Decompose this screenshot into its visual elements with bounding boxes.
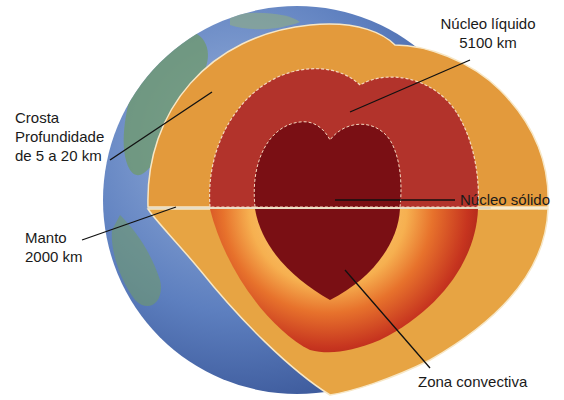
callout-label: Núcleo líquido 5100 km [428, 14, 548, 52]
liquid-core-upper [210, 69, 479, 207]
callout-label: Zona convectiva [418, 372, 527, 391]
leader-line [110, 92, 212, 160]
convective-zone [210, 209, 478, 352]
leader-line [345, 270, 430, 368]
leader-line [335, 199, 455, 200]
leader-line [350, 60, 470, 112]
leader-lines [82, 60, 470, 368]
callout-label: Manto 2000 km [25, 228, 97, 266]
callout-label: Núcleo sólido [460, 190, 550, 209]
mantle-face-upper [148, 24, 548, 207]
solid-core-lower [255, 209, 400, 300]
mantle-face-lower [148, 209, 548, 395]
callout-label: Crosta Profundidade de 5 a 20 km [15, 108, 115, 165]
leader-line [82, 207, 176, 240]
solid-core-upper [254, 122, 401, 207]
